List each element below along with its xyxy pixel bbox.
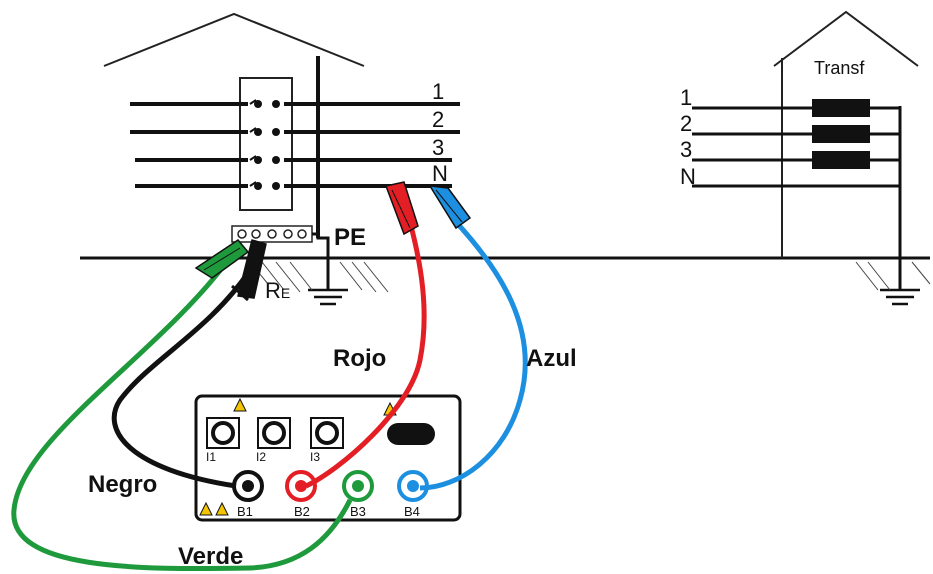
terminal-b1[interactable]: [232, 470, 264, 502]
lead-label-green: Verde: [178, 543, 243, 570]
pe-label: PE: [334, 224, 366, 251]
transformer-roof: [773, 10, 919, 67]
terminal-i1[interactable]: [206, 417, 240, 449]
transformer-title: Transf: [814, 58, 865, 78]
ground-symbol-house: [308, 288, 348, 306]
instrument-frame: [194, 394, 462, 522]
phase-label-3: 3: [432, 135, 444, 160]
transformer-phase-label-3: 3: [680, 137, 692, 162]
test-leads: [11, 220, 528, 572]
terminal-label-b4: B4: [404, 504, 420, 519]
transformer-building: Transf: [773, 10, 919, 258]
terminal-label-b3: B3: [350, 504, 366, 519]
transformer-phase-label-2: 2: [680, 111, 692, 136]
blue-lead[interactable]: [419, 220, 528, 491]
terminal-label-i1: I1: [206, 450, 216, 464]
earth-resistance-label: RE: [265, 278, 290, 303]
phase-label-1: 1: [432, 79, 444, 104]
terminal-label-b2: B2: [294, 504, 310, 519]
house: [103, 12, 365, 238]
transformer-phase-label-1: 1: [680, 85, 692, 110]
earth-terminal-strip: [231, 225, 330, 290]
house-phase-lines: [130, 102, 460, 188]
switch-panel-box: [239, 77, 293, 211]
terminal-i3[interactable]: [310, 417, 344, 449]
transformer-lines: [692, 99, 902, 290]
transformer-winding-3: [812, 151, 870, 169]
terminal-b3[interactable]: [342, 470, 374, 502]
house-phase-labels: 1 2 3 N: [432, 79, 448, 186]
phase-label-n: N: [432, 161, 448, 186]
transformer-phase-label-n: N: [680, 164, 696, 189]
black-lead[interactable]: [111, 268, 253, 489]
switch-panel: [130, 77, 460, 211]
red-clamp[interactable]: [384, 181, 419, 236]
terminal-b2[interactable]: [285, 470, 317, 502]
transformer-winding-2: [812, 125, 870, 143]
black-clamp[interactable]: [231, 239, 267, 302]
terminal-label-i3: I3: [310, 450, 320, 464]
terminal-label-b1: B1: [237, 504, 253, 519]
lead-label-black: Negro: [88, 471, 157, 498]
green-lead[interactable]: [11, 266, 353, 572]
lead-label-blue: Azul: [526, 345, 577, 372]
transformer-winding-1: [812, 99, 870, 117]
house-roof: [103, 12, 365, 67]
blue-clamp[interactable]: [428, 185, 472, 230]
transformer-phase-labels: 1 2 3 N: [680, 85, 696, 189]
green-clamp[interactable]: [194, 239, 250, 279]
ground-hatching-transformer: [855, 261, 931, 291]
power-socket[interactable]: [387, 423, 435, 445]
red-lead[interactable]: [304, 221, 427, 489]
terminal-label-i2: I2: [256, 450, 266, 464]
ground-hatching-house: [249, 261, 389, 293]
phase-label-2: 2: [432, 107, 444, 132]
ground-symbol-transformer: [880, 288, 920, 306]
lead-label-red: Rojo: [333, 345, 386, 372]
instrument-panel: I1 I2 I3 B1 B2 B3 B: [194, 394, 462, 522]
terminal-i2[interactable]: [257, 417, 291, 449]
